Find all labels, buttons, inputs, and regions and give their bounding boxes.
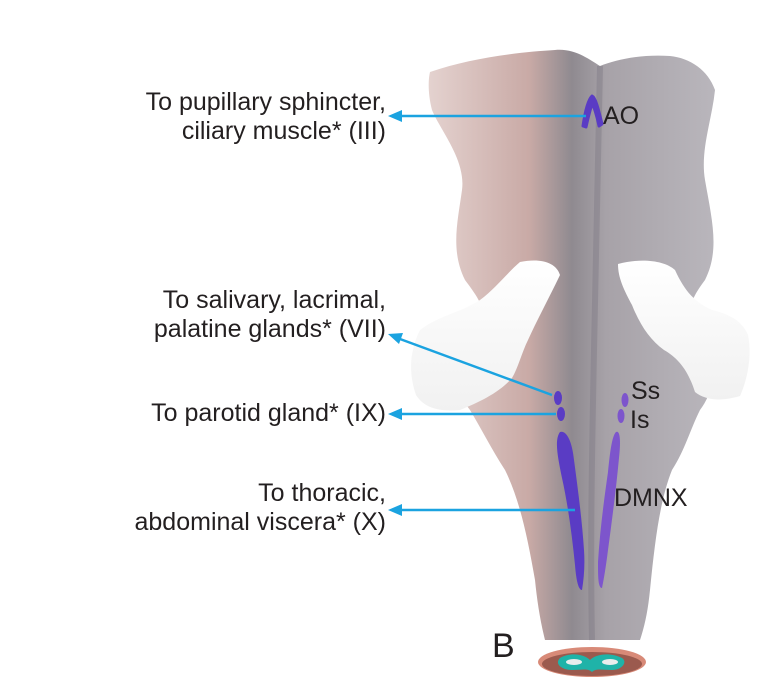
nucleus-ao-shape [581, 94, 604, 129]
annotation-iii-line1: To pupillary sphincter, [145, 88, 386, 116]
annotation-x: To thoracic, abdominal viscera* (X) [135, 479, 387, 537]
nucleus-is-left [557, 407, 565, 421]
nucleus-dmnx-right [598, 431, 620, 588]
nucleus-ss-left [554, 391, 562, 405]
nucleus-is-right [617, 409, 625, 423]
annotation-iii: To pupillary sphincter, ciliary muscle* … [146, 88, 386, 146]
panel-label: B [492, 627, 515, 665]
annotation-vii-line2: palatine glands* (VII) [153, 315, 386, 343]
annotation-x-line1: To thoracic, [258, 479, 386, 507]
arrow-iii [388, 110, 586, 122]
nucleus-label-ss: Ss [631, 377, 661, 405]
right-peduncle-cut [618, 260, 750, 400]
grey-matter-butterfly [557, 654, 625, 672]
brainstem-body [428, 49, 715, 640]
left-peduncle-cut [411, 260, 560, 411]
nucleus-label-is: Is [630, 406, 650, 434]
annotation-x-line2: abdominal viscera* (X) [134, 508, 387, 536]
annotation-ix: To parotid gland* (IX) [151, 399, 386, 428]
annotation-ix-line1: To parotid gland* (IX) [151, 399, 386, 427]
annotation-vii-line1: To salivary, lacrimal, [162, 286, 386, 314]
midline-sulcus [588, 65, 603, 641]
annotation-vii: To salivary, lacrimal, palatine glands* … [154, 286, 386, 344]
nucleus-label-dmnx: DMNX [614, 484, 688, 512]
arrow-vii [388, 333, 553, 397]
nucleus-label-ao: AO [603, 102, 640, 130]
nucleus-ss-right [621, 393, 629, 407]
arrow-ix [388, 408, 556, 420]
white-matter-left [566, 659, 582, 665]
white-matter-right [602, 659, 618, 665]
annotation-iii-line2: ciliary muscle* (III) [181, 117, 386, 145]
arrow-x [388, 504, 575, 516]
